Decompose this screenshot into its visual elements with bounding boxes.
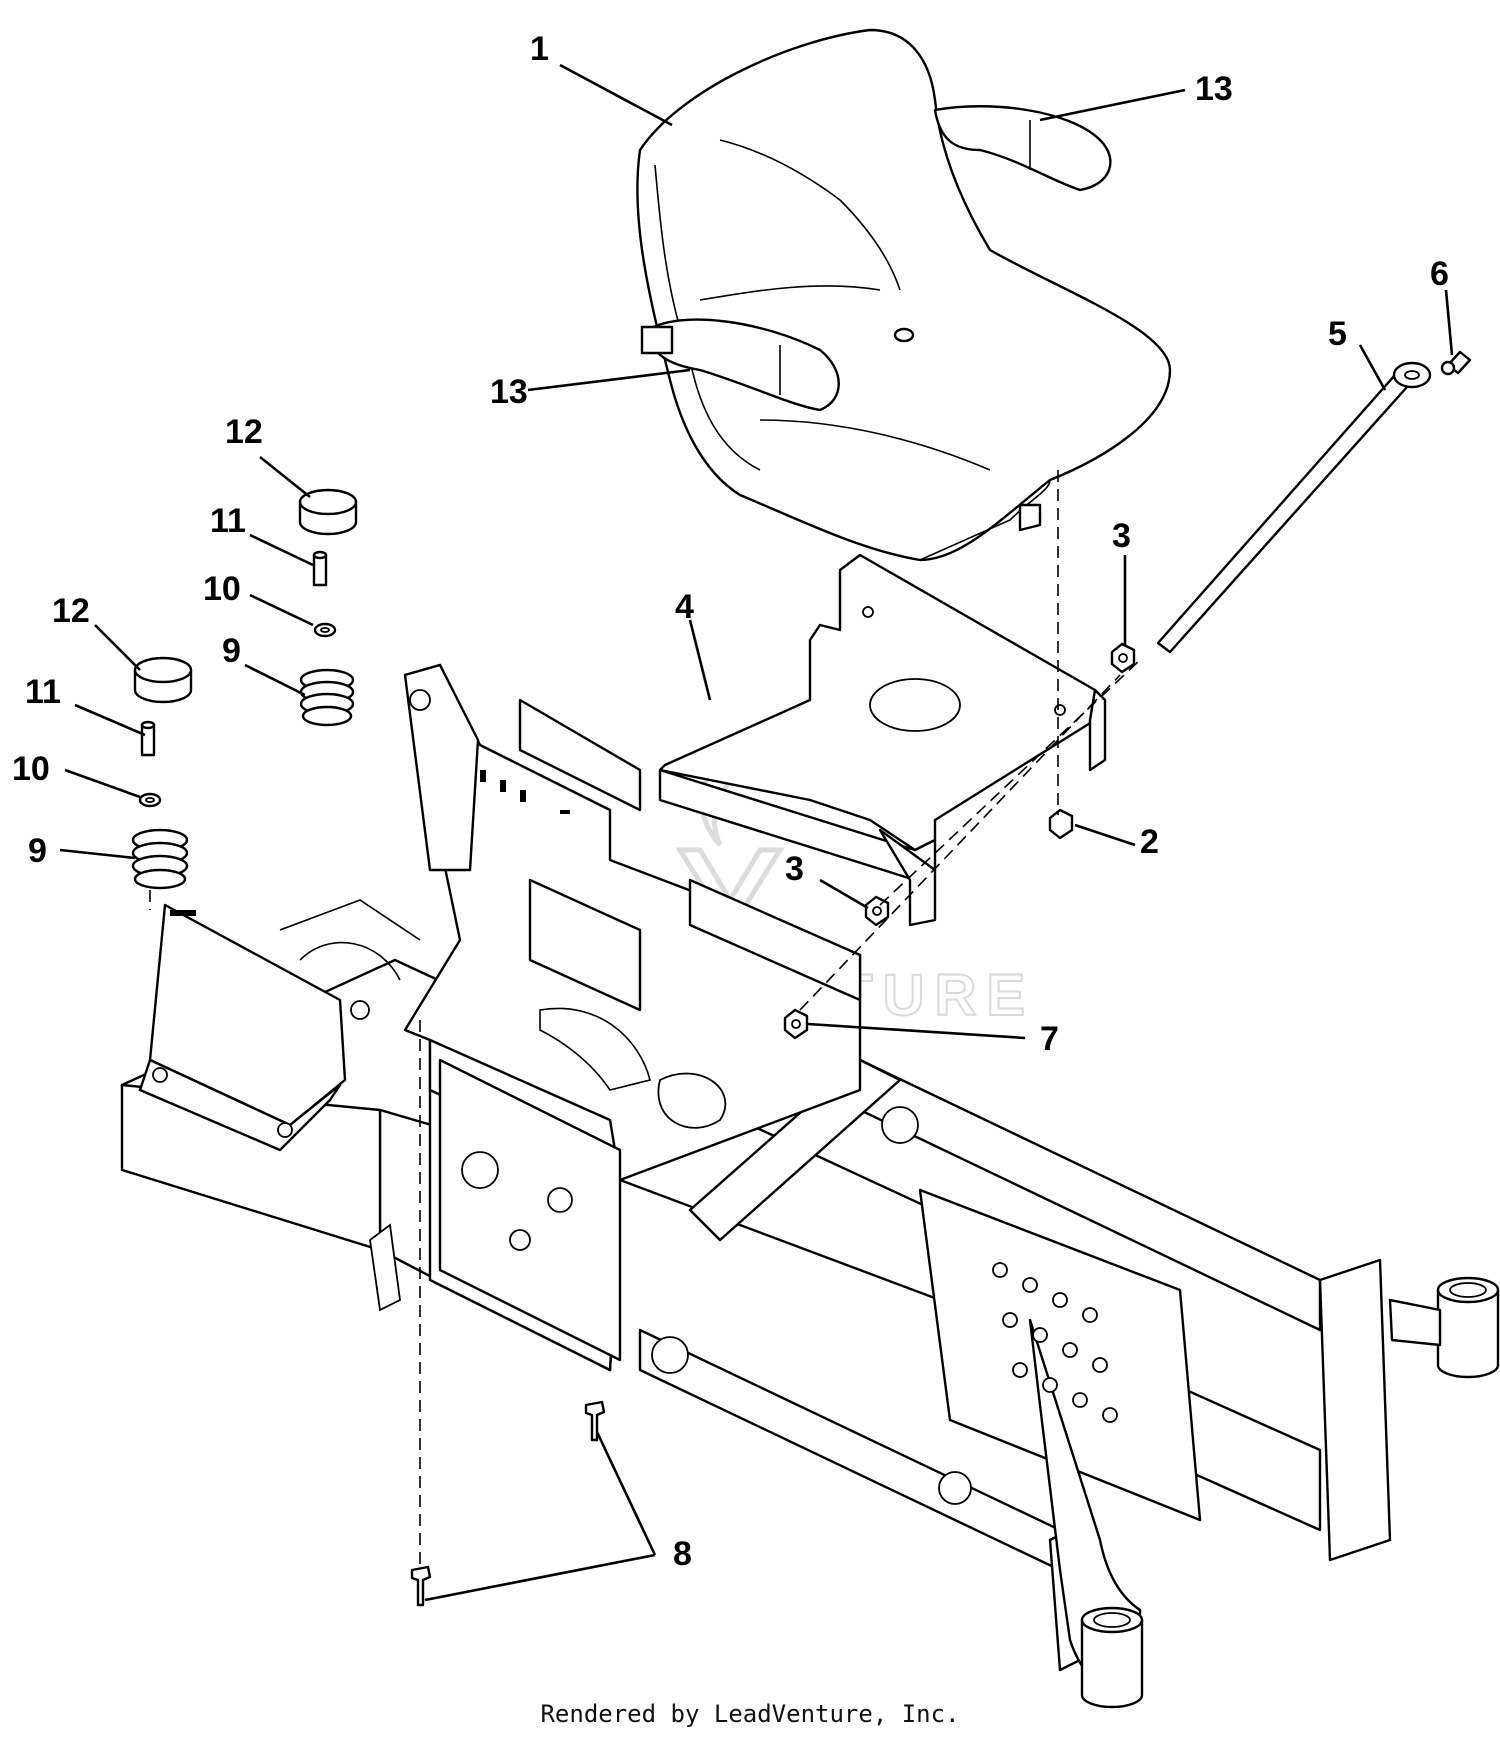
callout-9-upper: 9 — [222, 632, 241, 670]
callout-10-upper: 10 — [203, 570, 241, 608]
spacer-11-lower — [140, 720, 156, 757]
callout-13-rear: 13 — [1195, 70, 1233, 108]
armrest-front — [640, 318, 840, 412]
callout-11-upper: 11 — [210, 502, 246, 540]
nut-2 — [1048, 808, 1074, 840]
cap-12-lower — [133, 656, 193, 704]
callout-9-lower: 9 — [28, 832, 47, 870]
callout-7: 7 — [1040, 1020, 1059, 1058]
seat-rod — [1156, 361, 1432, 654]
callout-6: 6 — [1430, 255, 1449, 293]
spacer-11-upper — [312, 550, 328, 587]
seat — [636, 28, 1172, 562]
callout-10-lower: 10 — [12, 750, 50, 788]
main-frame — [120, 958, 1392, 1693]
washer-10-lower — [138, 792, 162, 808]
callout-3-upper: 3 — [1112, 517, 1131, 555]
nut-3-upper — [1110, 642, 1136, 674]
armrest-rear — [933, 105, 1112, 192]
cap-12-upper — [298, 488, 358, 536]
nut-3-lower — [864, 895, 890, 927]
washer-10-upper — [313, 622, 337, 638]
callout-12-lower: 12 — [52, 592, 90, 630]
assembly-lines — [149, 470, 1141, 1565]
callout-2: 2 — [1140, 823, 1159, 861]
seat-support-frame — [403, 663, 862, 1372]
leader-lines — [59, 63, 1454, 1602]
left-seat-plate — [138, 899, 421, 1152]
caster-tube-left — [1080, 1606, 1144, 1709]
callout-5: 5 — [1328, 315, 1347, 353]
caster-tube-right — [1388, 1276, 1500, 1379]
bolt-8-lower — [410, 1565, 432, 1607]
bolt-8-upper — [584, 1400, 606, 1442]
clip-pin — [1440, 350, 1472, 376]
callout-4: 4 — [675, 588, 694, 626]
callout-12-upper: 12 — [225, 413, 263, 451]
plate-holes — [992, 1262, 1118, 1423]
footer-credit: Rendered by LeadVenture, Inc. — [540, 1700, 960, 1728]
callout-1: 1 — [530, 30, 549, 68]
callout-3-lower: 3 — [785, 850, 804, 888]
seat-pan — [658, 553, 1107, 927]
callout-8: 8 — [673, 1535, 692, 1573]
callout-13-front: 13 — [490, 373, 528, 411]
callout-11-lower: 11 — [25, 673, 61, 711]
spring-9-lower — [131, 828, 189, 890]
nut-7 — [783, 1008, 809, 1040]
spring-9-upper — [299, 668, 355, 727]
callouts: 1 13 6 5 13 12 11 10 9 12 11 10 9 3 4 2 … — [12, 30, 1449, 1573]
